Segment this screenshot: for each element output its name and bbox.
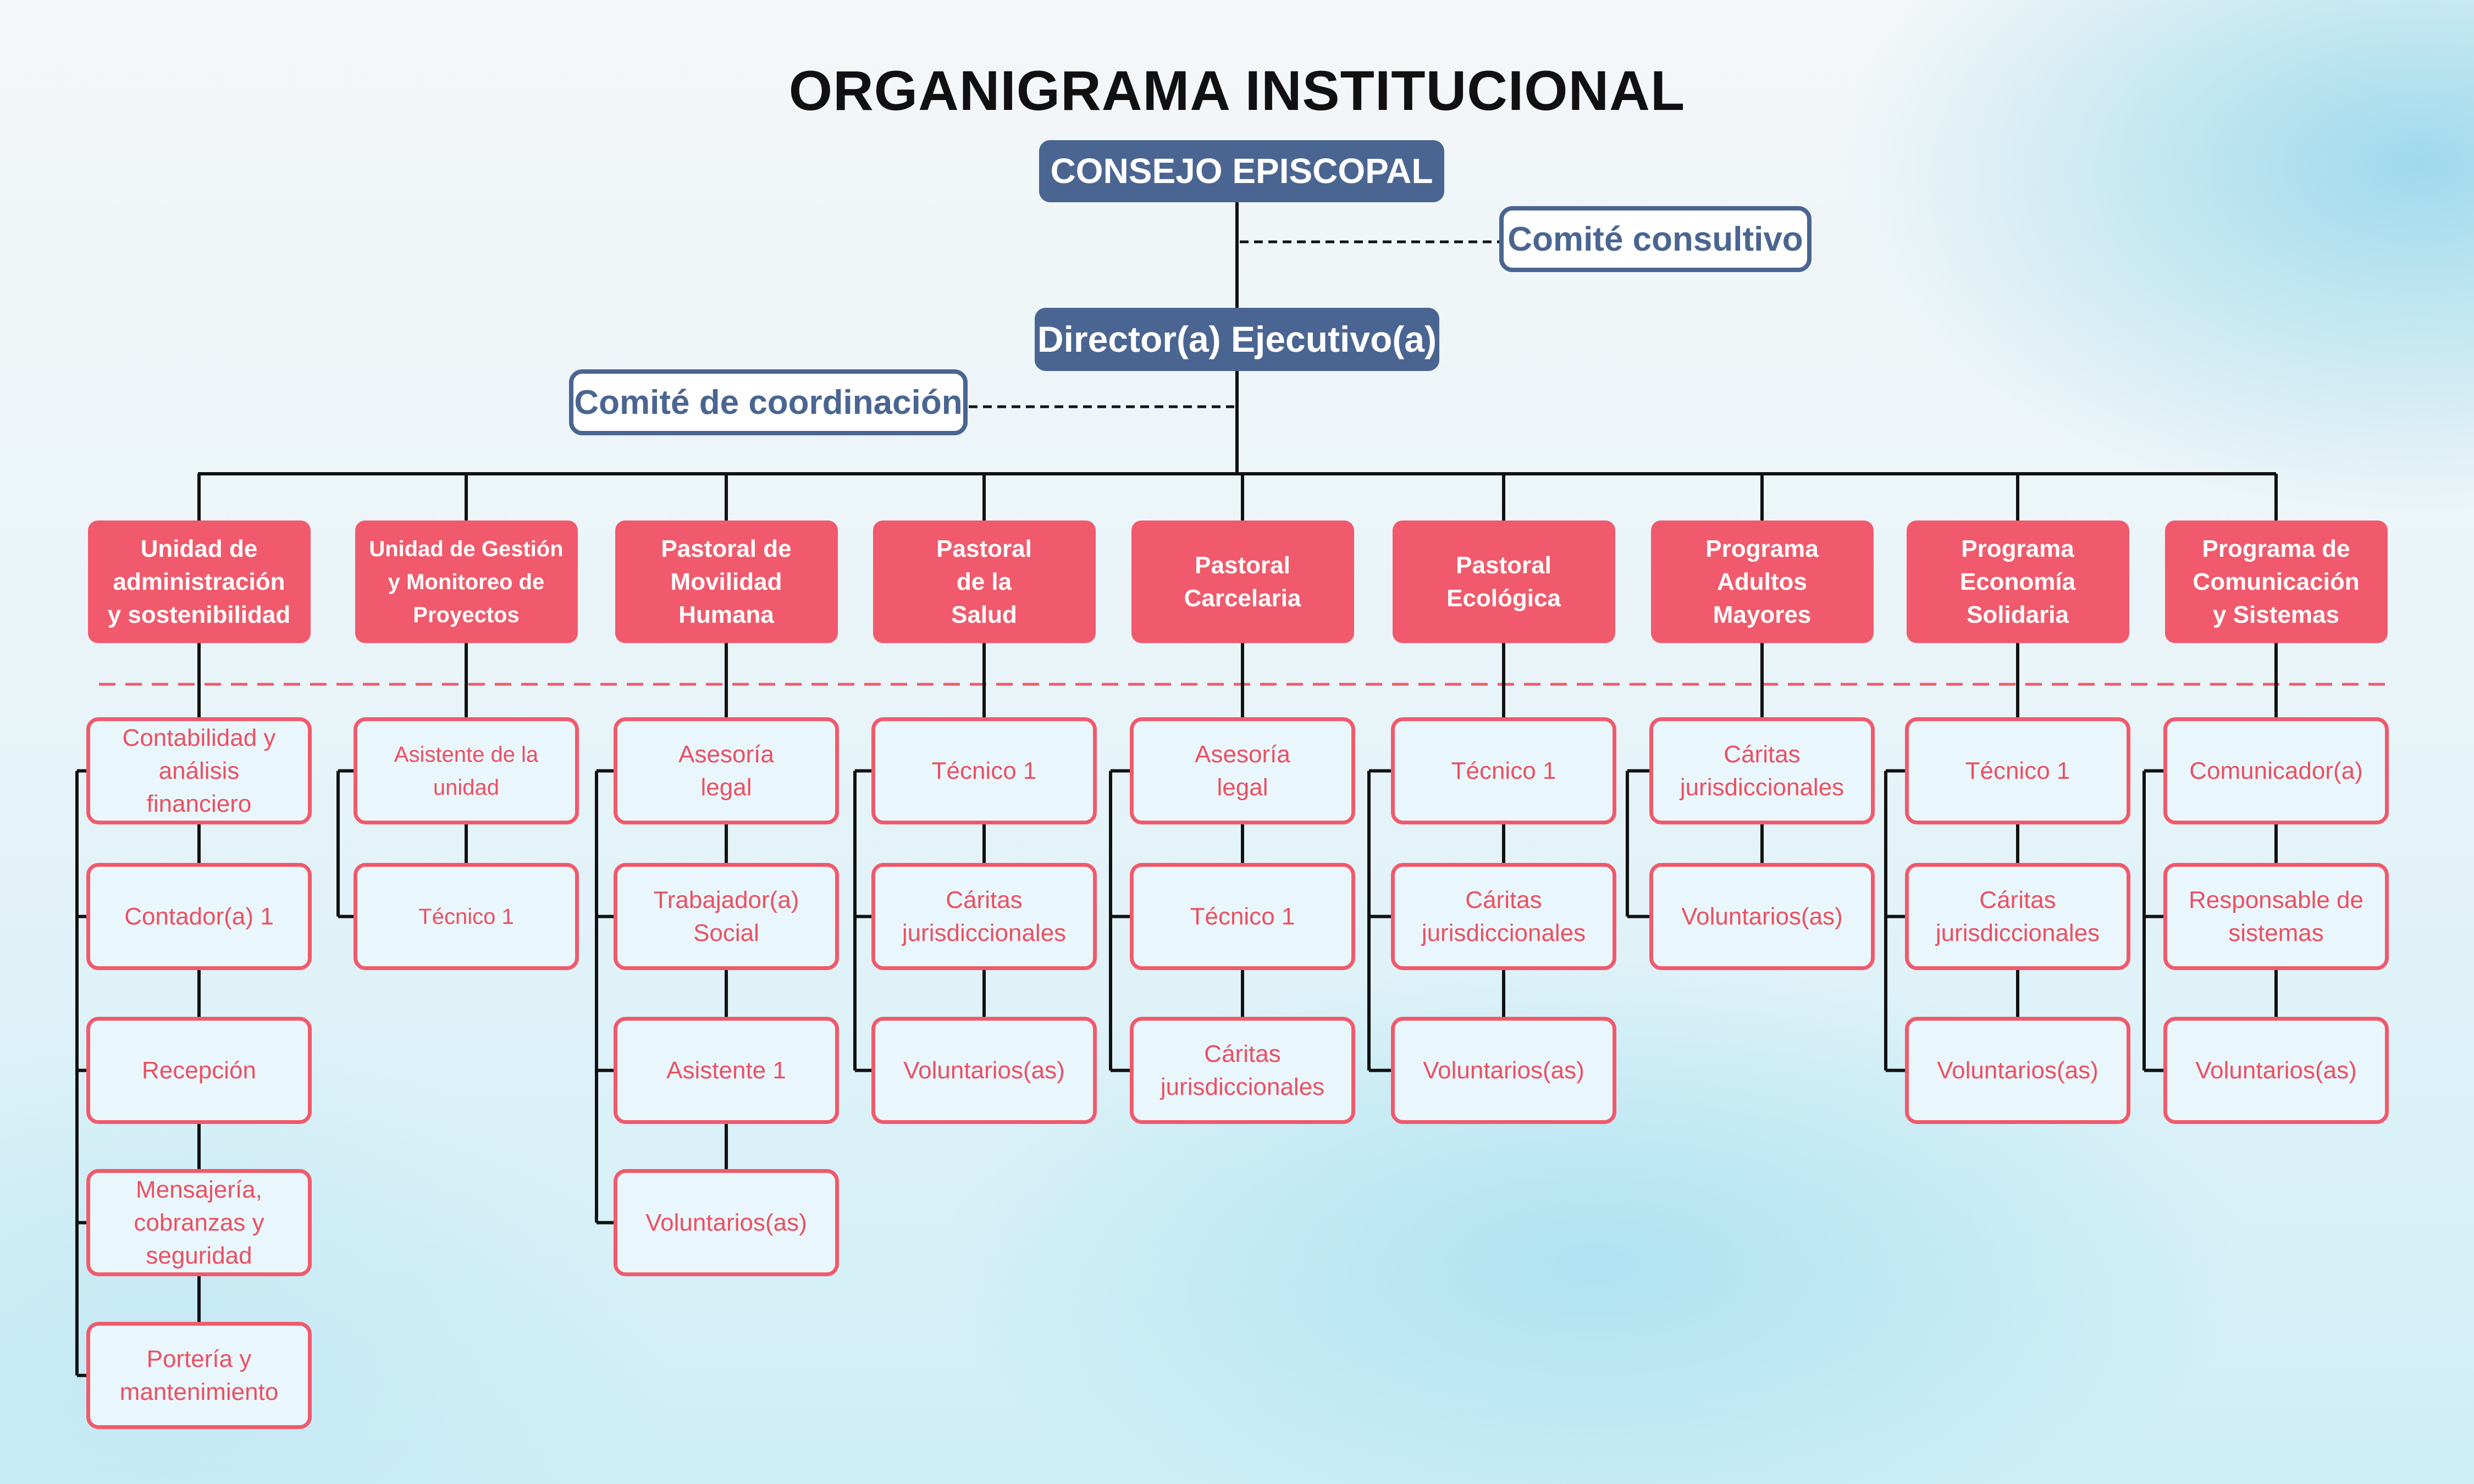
director-ejecutivo-box: Director(a) Ejecutivo(a) — [1035, 308, 1439, 371]
position-box: Voluntarios(as) — [2163, 1017, 2389, 1124]
position-box: Voluntarios(as) — [614, 1169, 839, 1276]
unit-box: Pastoral de Movilidad Humana — [615, 520, 838, 643]
comite-consultivo-box: Comité consultivo — [1499, 206, 1812, 272]
unit-box: Programa de Comunicación y Sistemas — [2164, 520, 2388, 643]
position-box: Cáritas jurisdiccionales — [871, 863, 1097, 970]
position-box: Técnico 1 — [871, 717, 1097, 824]
unit-box: Programa Economía Solidaria — [1906, 520, 2129, 643]
unit-box: Pastoral de la Salud — [872, 520, 1096, 643]
position-box: Contabilidad y análisis financiero — [86, 717, 312, 824]
unit-box: Pastoral Ecológica — [1392, 520, 1615, 643]
unit-box: Programa Adultos Mayores — [1650, 520, 1874, 643]
position-box: Técnico 1 — [1391, 717, 1616, 824]
position-box: Recepción — [86, 1017, 312, 1124]
position-box: Responsable de sistemas — [2163, 863, 2389, 970]
unit-box: Pastoral Carcelaria — [1131, 520, 1354, 643]
unit-box: Unidad de Gestión y Monitoreo de Proyect… — [355, 520, 578, 643]
position-box: Asistente de la unidad — [354, 717, 579, 824]
position-box: Comunicador(a) — [2163, 717, 2389, 824]
position-box: Mensajería, cobranzas y seguridad — [86, 1169, 312, 1276]
position-box: Cáritas jurisdiccionales — [1905, 863, 2130, 970]
position-box: Técnico 1 — [1130, 863, 1355, 970]
position-box: Asesoría legal — [1130, 717, 1355, 824]
position-box: Técnico 1 — [354, 863, 579, 970]
position-box: Trabajador(a) Social — [614, 863, 839, 970]
position-box: Cáritas jurisdiccionales — [1391, 863, 1616, 970]
position-box: Voluntarios(as) — [1905, 1017, 2130, 1124]
position-box: Asistente 1 — [614, 1017, 839, 1124]
position-box: Voluntarios(as) — [1391, 1017, 1616, 1124]
position-box: Voluntarios(as) — [871, 1017, 1097, 1124]
position-box: Portería y mantenimiento — [86, 1322, 312, 1429]
position-box: Contador(a) 1 — [86, 863, 312, 970]
chart-title: ORGANIGRAMA INSTITUCIONAL — [788, 59, 1686, 122]
position-box: Técnico 1 — [1905, 717, 2130, 824]
position-box: Cáritas jurisdiccionales — [1649, 717, 1875, 824]
unit-box: Unidad de administración y sostenibilida… — [87, 520, 311, 643]
comite-coordinacion-box: Comité de coordinación — [569, 369, 968, 435]
position-box: Cáritas jurisdiccionales — [1130, 1017, 1355, 1124]
position-box: Voluntarios(as) — [1649, 863, 1875, 970]
position-box: Asesoría legal — [614, 717, 839, 824]
consejo-episcopal-box: CONSEJO EPISCOPAL — [1039, 140, 1444, 202]
